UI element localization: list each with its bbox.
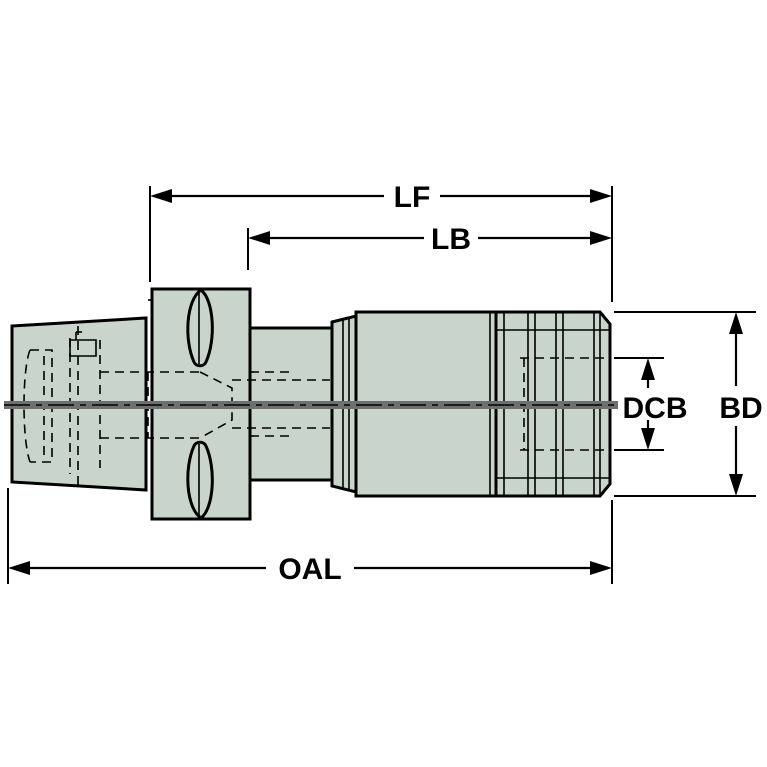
dim-label-dcb: DCB — [623, 392, 688, 425]
dim-label-lb: LB — [431, 223, 471, 256]
dim-dcb: DCB — [623, 358, 688, 450]
dim-label-oal: OAL — [278, 553, 341, 586]
drive-slot-top — [186, 288, 214, 368]
dim-oal: OAL — [8, 553, 612, 586]
dim-bd: BD — [719, 312, 763, 496]
drive-key — [69, 331, 97, 357]
drive-slots — [186, 288, 214, 520]
extension-lines — [7, 186, 756, 584]
drive-slot-bottom — [186, 440, 214, 520]
dim-lb: LB — [248, 223, 612, 256]
dim-label-lf: LF — [394, 181, 431, 214]
dim-label-bd: BD — [719, 392, 762, 425]
dim-lf: LF — [150, 181, 612, 214]
